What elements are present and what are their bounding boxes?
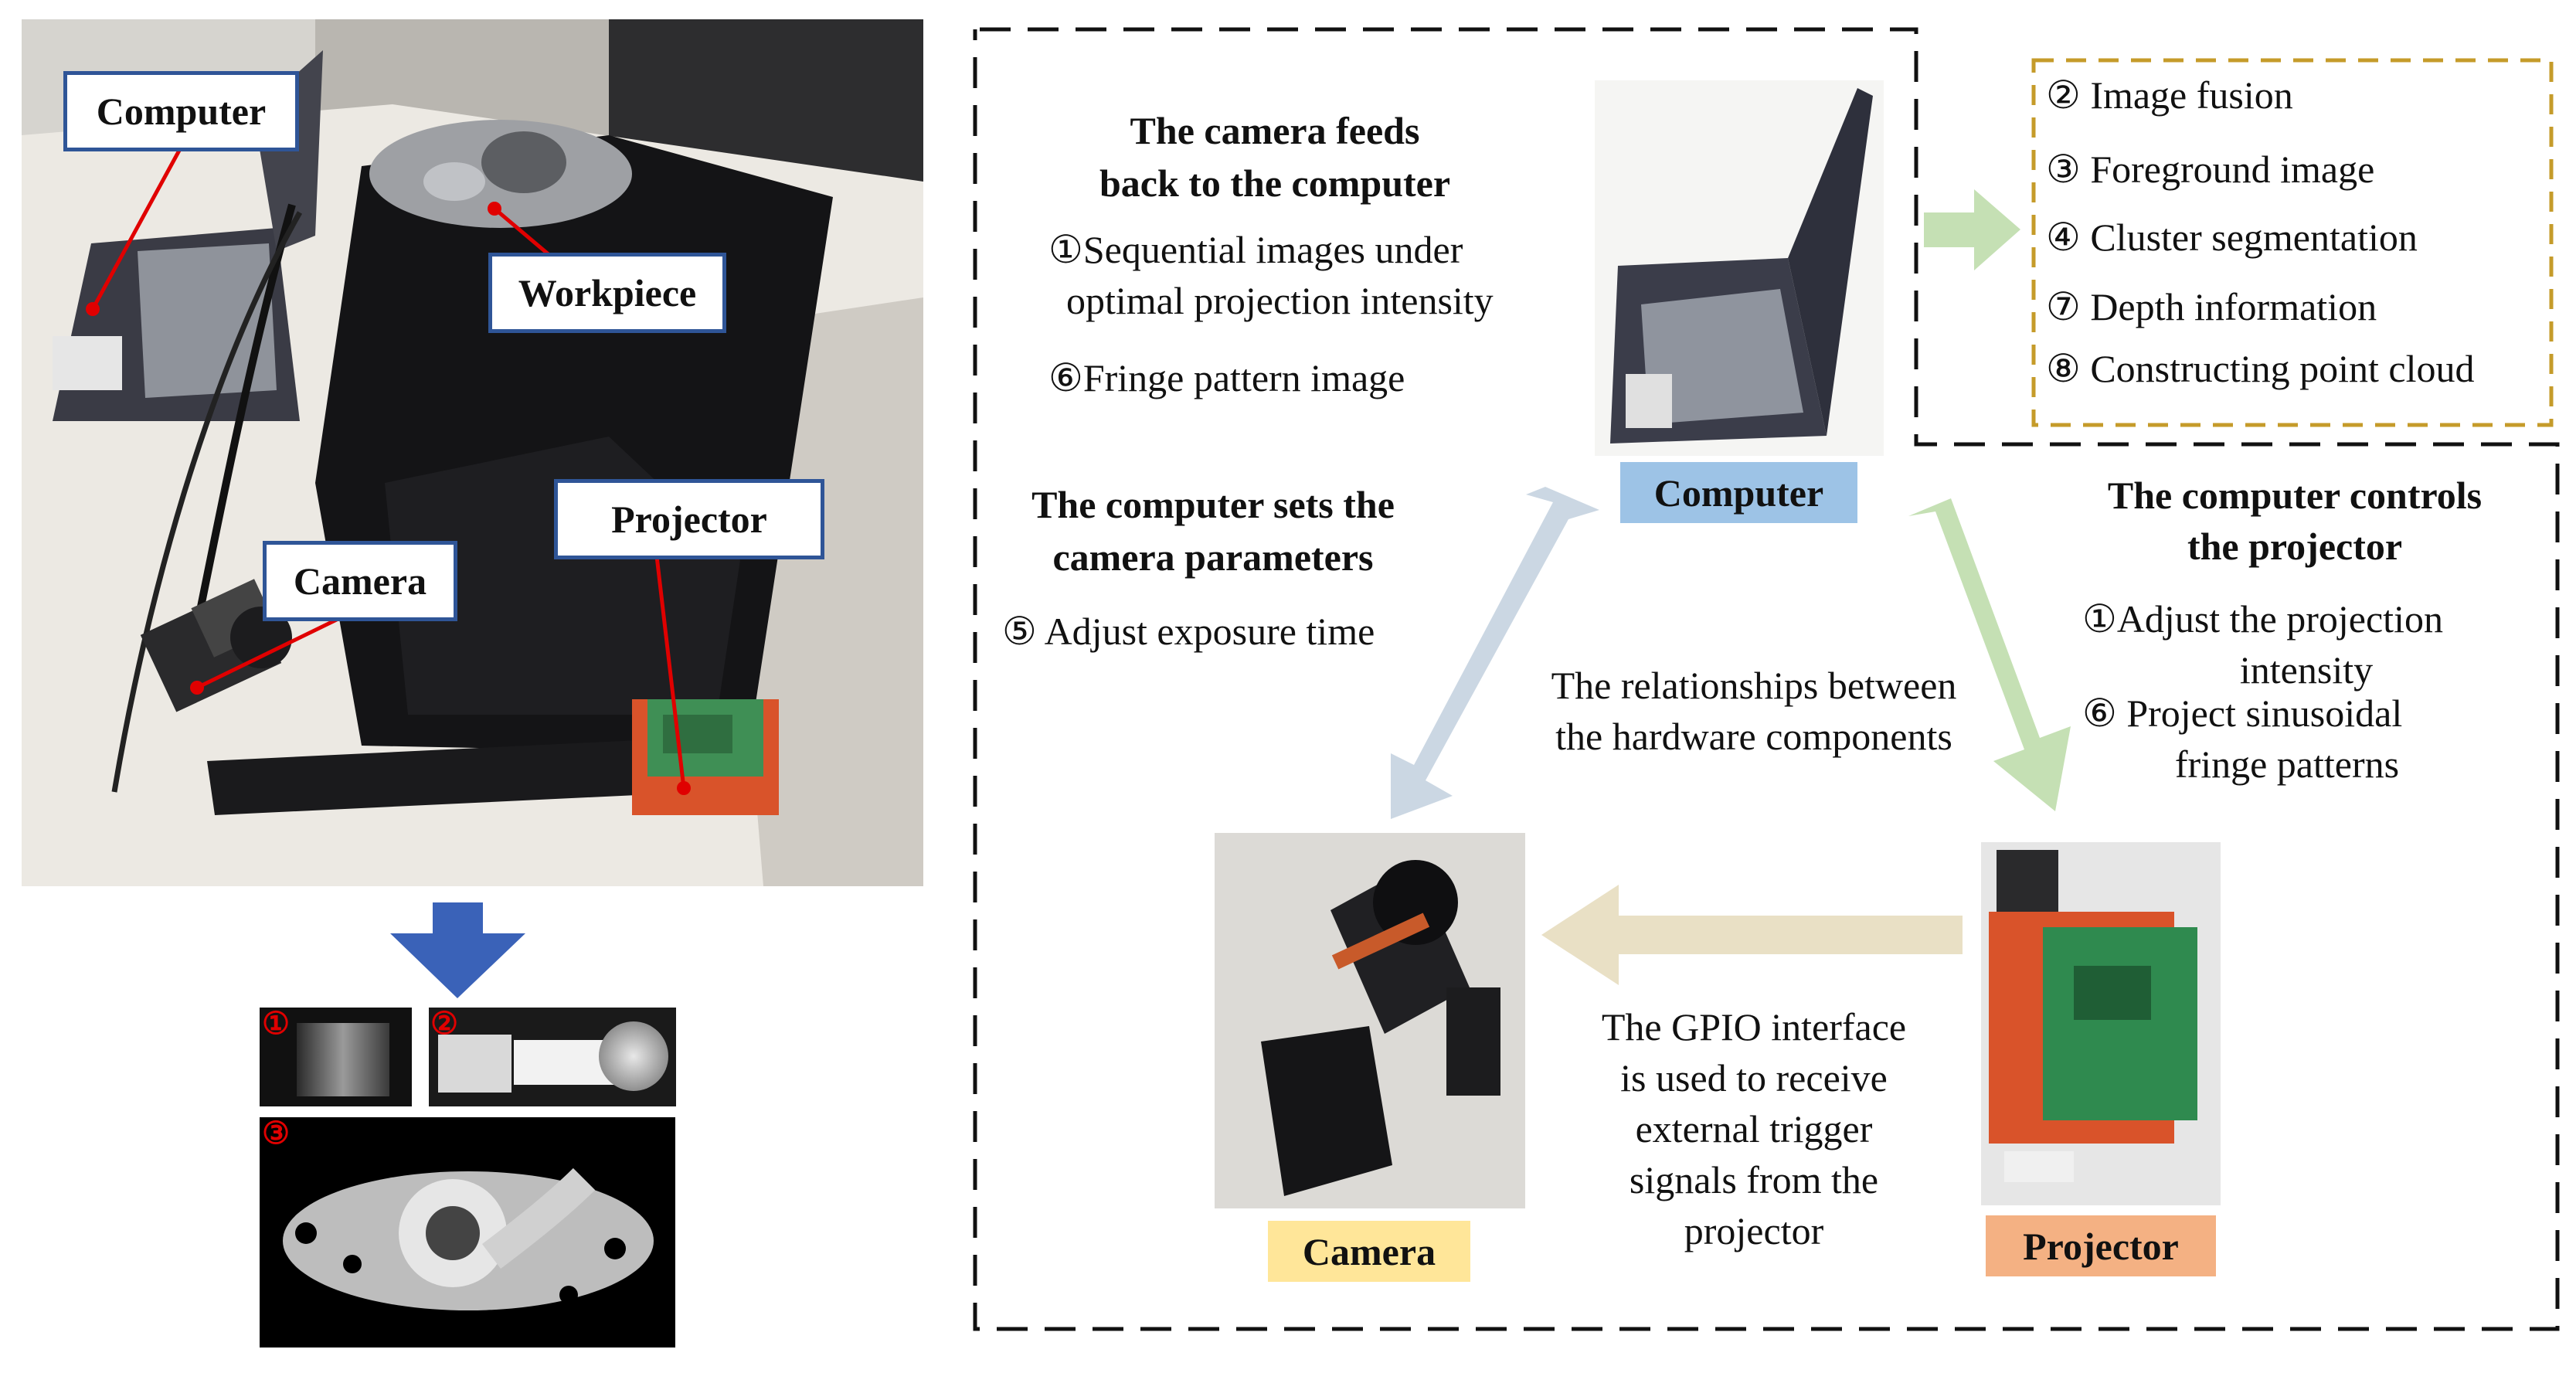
camera-feeds-item-1: ①Sequential images under [1048, 228, 1463, 271]
processing-step-2: ③ Foreground image [2046, 148, 2375, 191]
computer-sets-item-1: ⑤ Adjust exposure time [1002, 610, 1375, 653]
gpio-line-3: external trigger [1635, 1107, 1873, 1150]
processing-step-4: ⑦ Depth information [2046, 285, 2377, 328]
gpio-line-2: is used to receive [1620, 1056, 1888, 1099]
processing-step-5: ⑧ Constructing point cloud [2046, 347, 2475, 390]
projector-image [1981, 842, 2221, 1205]
label-camera: Camera [263, 541, 457, 621]
computer-controls-title-1: The computer controls [2107, 474, 2483, 517]
projector-tag-text: Projector [2023, 1224, 2179, 1268]
label-workpiece-text: Workpiece [518, 271, 697, 314]
relationships-line-1: The relationships between [1551, 664, 1957, 707]
computer-controls-item-3: ⑥ Project sinusoidal [2082, 692, 2403, 735]
camera-feeds-title-2: back to the computer [1099, 161, 1451, 205]
label-projector-text: Projector [611, 498, 767, 541]
gpio-line-5: projector [1684, 1209, 1824, 1252]
computer-tag-text: Computer [1653, 471, 1824, 515]
label-computer-text: Computer [96, 90, 267, 133]
gpio-line-1: The GPIO interface [1601, 1005, 1907, 1048]
relationships-line-2: the hardware components [1555, 715, 1952, 758]
camera-feeds-title-1: The camera feeds [1130, 109, 1420, 152]
camera-image-drawing [1215, 833, 1525, 1208]
label-projector: Projector [554, 479, 824, 559]
thumbnail-2 [429, 1008, 676, 1106]
thumbnail-marker-1: ① [262, 1005, 290, 1041]
gpio-line-4: signals from the [1629, 1158, 1879, 1201]
processing-step-3: ④ Cluster segmentation [2046, 216, 2418, 259]
camera-feeds-item-2: optimal projection intensity [1066, 279, 1494, 322]
projector-image-drawing [1989, 850, 2197, 1182]
thumbnail-marker-3: ③ [262, 1115, 290, 1150]
computer-image [1595, 80, 1884, 456]
label-camera-text: Camera [293, 559, 427, 603]
camera-feeds-item-3: ⑥Fringe pattern image [1048, 356, 1405, 399]
label-workpiece: Workpiece [488, 253, 726, 333]
thumbnail-1 [260, 1008, 412, 1106]
computer-sets-title-2: camera parameters [1052, 535, 1374, 579]
processing-step-1: ② Image fusion [2046, 73, 2293, 117]
thumbnail-marker-2: ② [430, 1005, 458, 1041]
camera-image [1215, 833, 1525, 1208]
thumbnail-3 [260, 1117, 675, 1348]
computer-tag: Computer [1620, 462, 1857, 523]
label-computer: Computer [63, 71, 299, 151]
computer-controls-title-2: the projector [2187, 525, 2403, 568]
computer-image-drawing [1610, 88, 1873, 444]
computer-sets-title-1: The computer sets the [1031, 483, 1395, 526]
computer-controls-item-4: fringe patterns [2174, 743, 2400, 786]
computer-controls-item-2: intensity [2239, 648, 2374, 692]
projector-tag: Projector [1986, 1215, 2216, 1276]
thumbnail-3-drawing [283, 1167, 654, 1310]
camera-tag-text: Camera [1302, 1229, 1436, 1273]
computer-controls-item-1: ①Adjust the projection [2082, 597, 2443, 641]
camera-tag: Camera [1268, 1221, 1470, 1282]
